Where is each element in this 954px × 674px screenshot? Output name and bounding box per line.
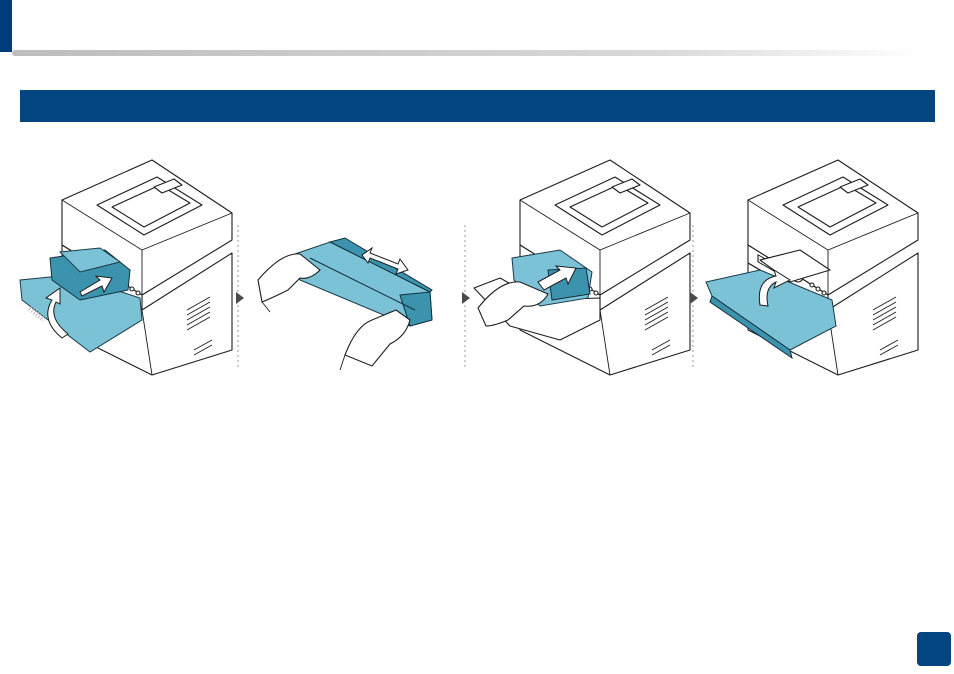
next-step-arrow-icon [236,292,244,304]
page-number-badge [917,632,951,666]
step-3-illustration [474,160,690,375]
header-divider [12,50,922,56]
step-4-illustration [706,160,918,375]
toner-replacement-steps [0,130,954,380]
header-accent-bar [0,0,12,52]
step-2-illustration [258,238,432,370]
section-title-bar [20,90,935,122]
next-step-arrow-icon [690,292,698,304]
next-step-arrow-icon [462,292,470,304]
step-1-illustration [20,160,232,375]
